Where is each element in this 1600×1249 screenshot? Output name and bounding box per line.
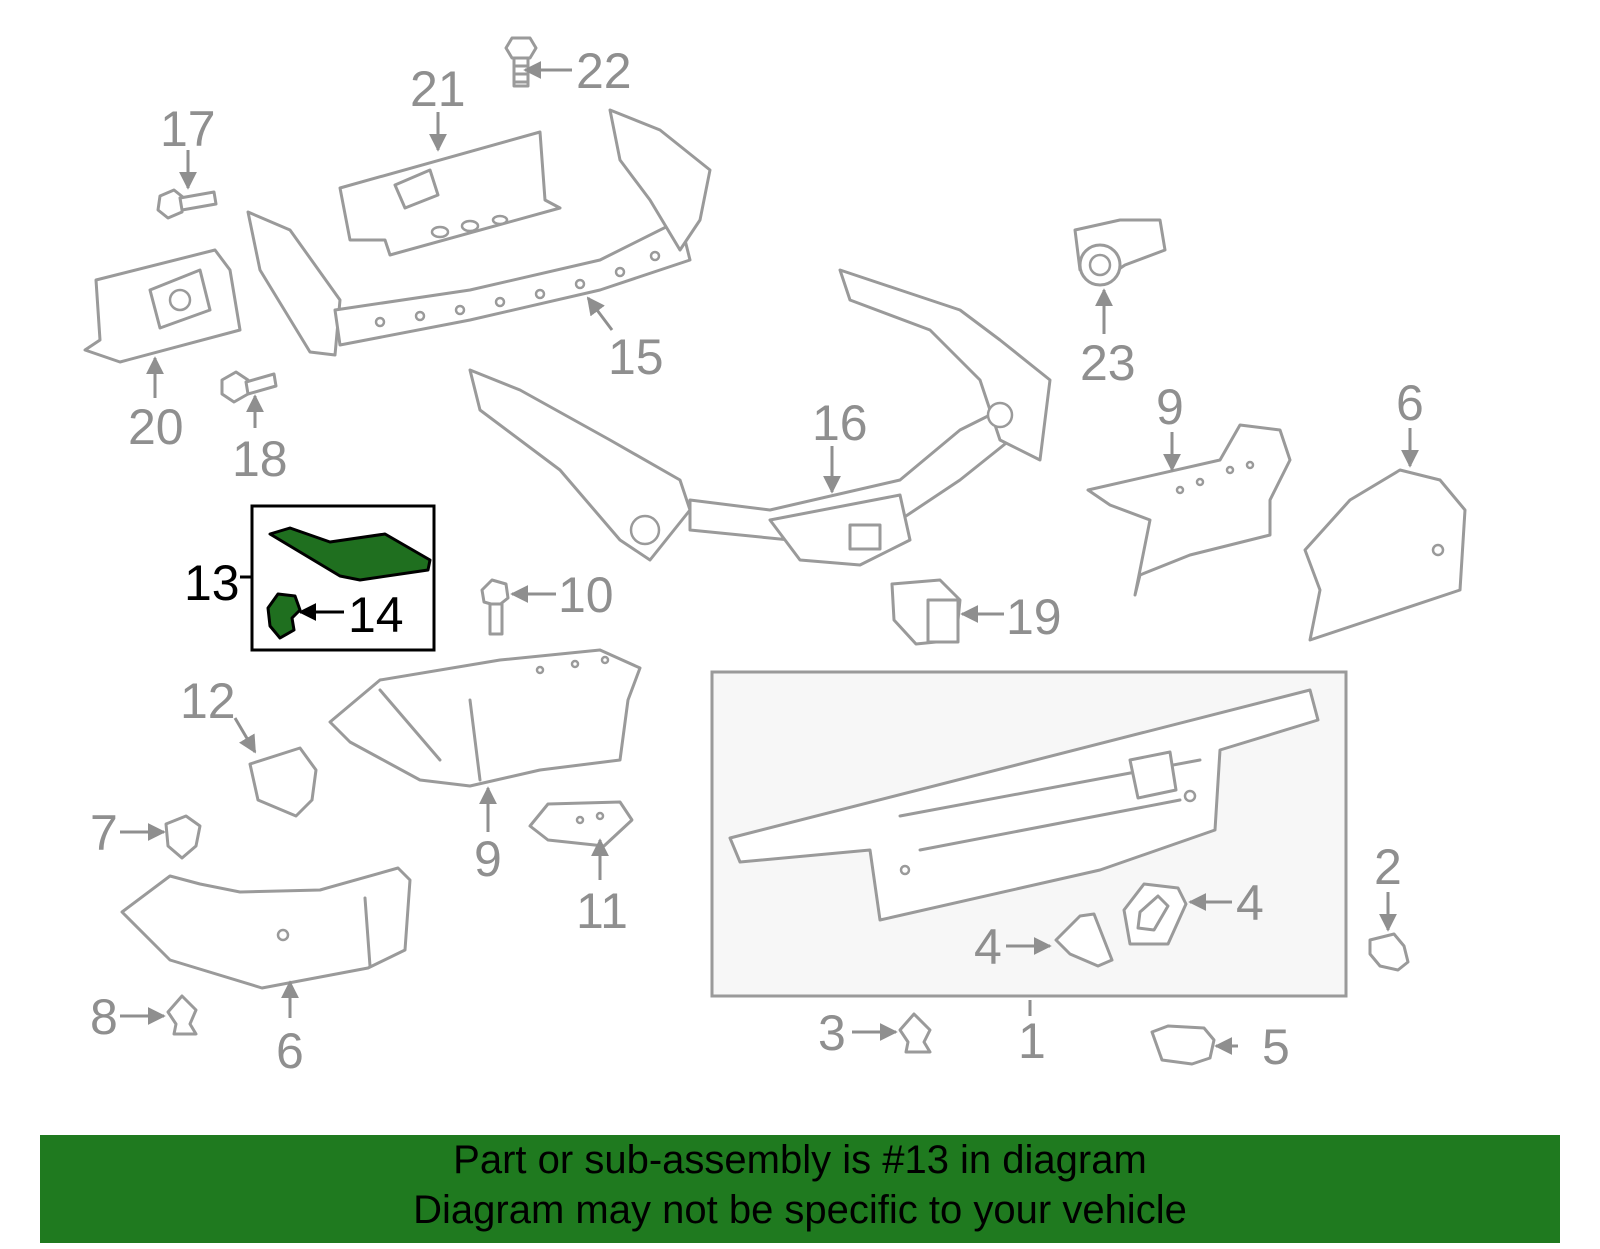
part-number-labels: 22 21 17 20 18 15 16 23 9 6 13 14 10 19 … (90, 43, 1424, 1079)
label-9-right: 9 (1156, 379, 1184, 435)
part-17-bolt (156, 188, 218, 220)
label-1: 1 (1018, 1013, 1046, 1069)
label-15: 15 (608, 329, 664, 385)
label-11: 11 (576, 883, 628, 939)
label-22: 22 (576, 43, 632, 99)
part-11-bracket (528, 800, 634, 848)
part-5-cap (1150, 1024, 1216, 1066)
part-16-hitch (468, 268, 1052, 567)
label-8: 8 (90, 989, 118, 1045)
part-13-step-pad (250, 504, 436, 652)
part-1-panel (710, 670, 1348, 998)
info-banner: Part or sub-assembly is #13 in diagram D… (40, 1135, 1560, 1243)
label-23: 23 (1080, 335, 1136, 391)
banner-line-1: Part or sub-assembly is #13 in diagram (453, 1138, 1147, 1182)
label-2: 2 (1374, 839, 1402, 895)
label-10: 10 (558, 567, 614, 623)
highlight-leaders (240, 575, 344, 621)
label-20: 20 (128, 399, 184, 455)
banner-line-2: Diagram may not be specific to your vehi… (413, 1188, 1187, 1232)
part-2-clip (1368, 932, 1410, 972)
label-14: 14 (348, 587, 404, 643)
part-4-clip-a (1122, 882, 1188, 946)
part-10-bolt (480, 578, 510, 636)
part-9-bracket-left (328, 648, 642, 788)
label-5: 5 (1262, 1019, 1290, 1075)
label-3: 3 (818, 1005, 846, 1061)
part-21-bracket (338, 130, 562, 257)
part-9-bracket-right (1086, 423, 1292, 597)
part-19-cap (890, 578, 962, 646)
label-6-right: 6 (1396, 375, 1424, 431)
part-8-clip (166, 994, 198, 1036)
part-23-sensor (1073, 218, 1167, 287)
label-9-left: 9 (474, 831, 502, 887)
label-21: 21 (410, 61, 466, 117)
part-20-bracket (83, 248, 242, 364)
label-12: 12 (180, 673, 236, 729)
leader-arrows (120, 61, 1419, 1055)
part-15-crossmember (246, 108, 712, 357)
part-4-clip-b (1054, 912, 1114, 968)
part-6-cover-right (1303, 468, 1467, 642)
label-6-left: 6 (276, 1023, 304, 1079)
label-4-right: 4 (1236, 875, 1264, 931)
part-18-bolt (220, 370, 278, 404)
label-4-left: 4 (974, 919, 1002, 975)
label-19: 19 (1006, 589, 1062, 645)
part-3-clip (898, 1012, 932, 1054)
part-12-sensor-bracket (248, 746, 318, 818)
label-16: 16 (812, 395, 868, 451)
part-6-bumper-left (120, 866, 412, 990)
part-7-clip (164, 814, 202, 860)
label-18: 18 (232, 431, 288, 487)
label-17: 17 (160, 101, 216, 157)
label-13: 13 (184, 555, 240, 611)
label-7: 7 (90, 805, 118, 861)
part-22-bolt (504, 36, 538, 88)
